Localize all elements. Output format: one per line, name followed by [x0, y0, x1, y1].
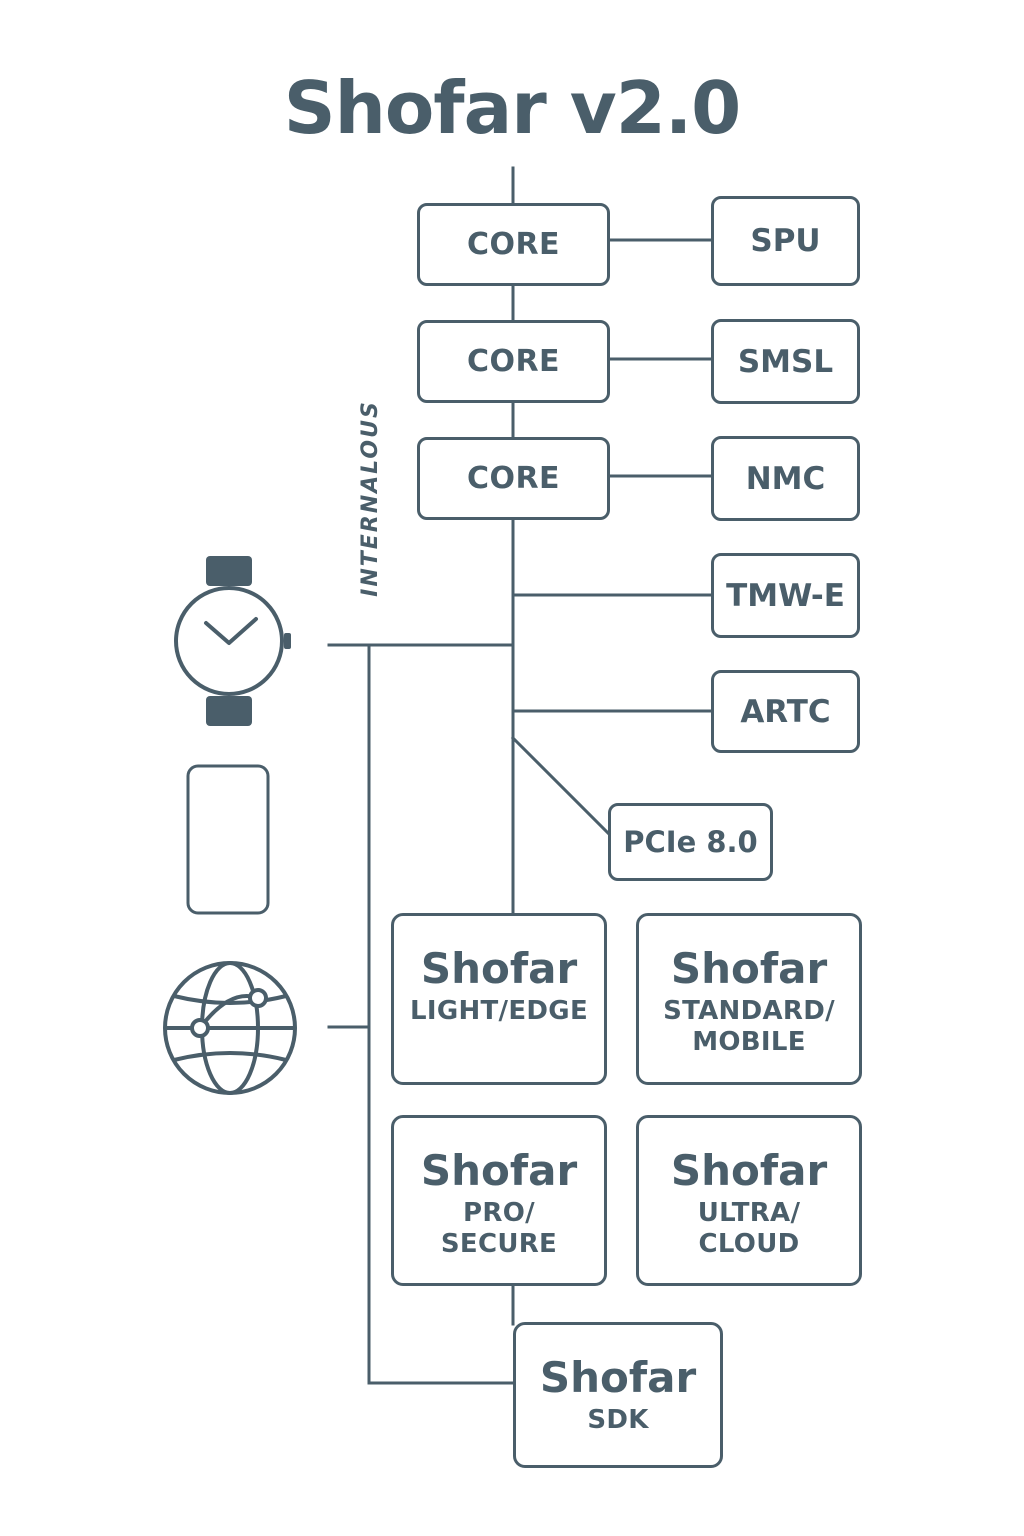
module-artc: ARTC	[711, 670, 860, 753]
product-name: Shofar	[670, 1146, 828, 1195]
product-name: Shofar	[539, 1353, 697, 1402]
product-name: Shofar	[420, 1146, 578, 1195]
core-box-1: CORE	[417, 203, 610, 286]
smartphone-icon	[186, 764, 270, 915]
core-box-3: CORE	[417, 437, 610, 520]
product-tier: SDK	[587, 1405, 649, 1435]
product-pro-secure: Shofar PRO/ SECURE	[391, 1115, 607, 1286]
module-pcie: PCIe 8.0	[608, 803, 773, 881]
core-box-2: CORE	[417, 320, 610, 403]
internal-side-label-text: INTERNALOUS	[357, 399, 383, 597]
product-name: Shofar	[420, 944, 578, 993]
globe-network-icon	[163, 961, 297, 1095]
smartwatch-icon	[174, 556, 291, 726]
product-light-edge: Shofar LIGHT/EDGE	[391, 913, 607, 1085]
product-tier: LIGHT/EDGE	[409, 996, 589, 1026]
module-nmc: NMC	[711, 436, 860, 521]
product-tier: ULTRA/ CLOUD	[697, 1198, 801, 1259]
product-name: Shofar	[670, 944, 828, 993]
internal-side-label: INTERNALOUS	[355, 390, 385, 606]
diagram-title: Shofar v2.0	[283, 66, 742, 150]
product-sdk: Shofar SDK	[513, 1322, 723, 1468]
link-spine-pcie	[510, 735, 613, 838]
product-ultra-cloud: Shofar ULTRA/ CLOUD	[636, 1115, 862, 1286]
module-tmw-e: TMW-E	[711, 553, 860, 638]
product-tier: PRO/ SECURE	[440, 1198, 558, 1259]
product-tier: STANDARD/ MOBILE	[663, 996, 835, 1057]
product-standard-mobile: Shofar STANDARD/ MOBILE	[636, 913, 862, 1085]
module-spu: SPU	[711, 196, 860, 286]
module-smsl: SMSL	[711, 319, 860, 404]
